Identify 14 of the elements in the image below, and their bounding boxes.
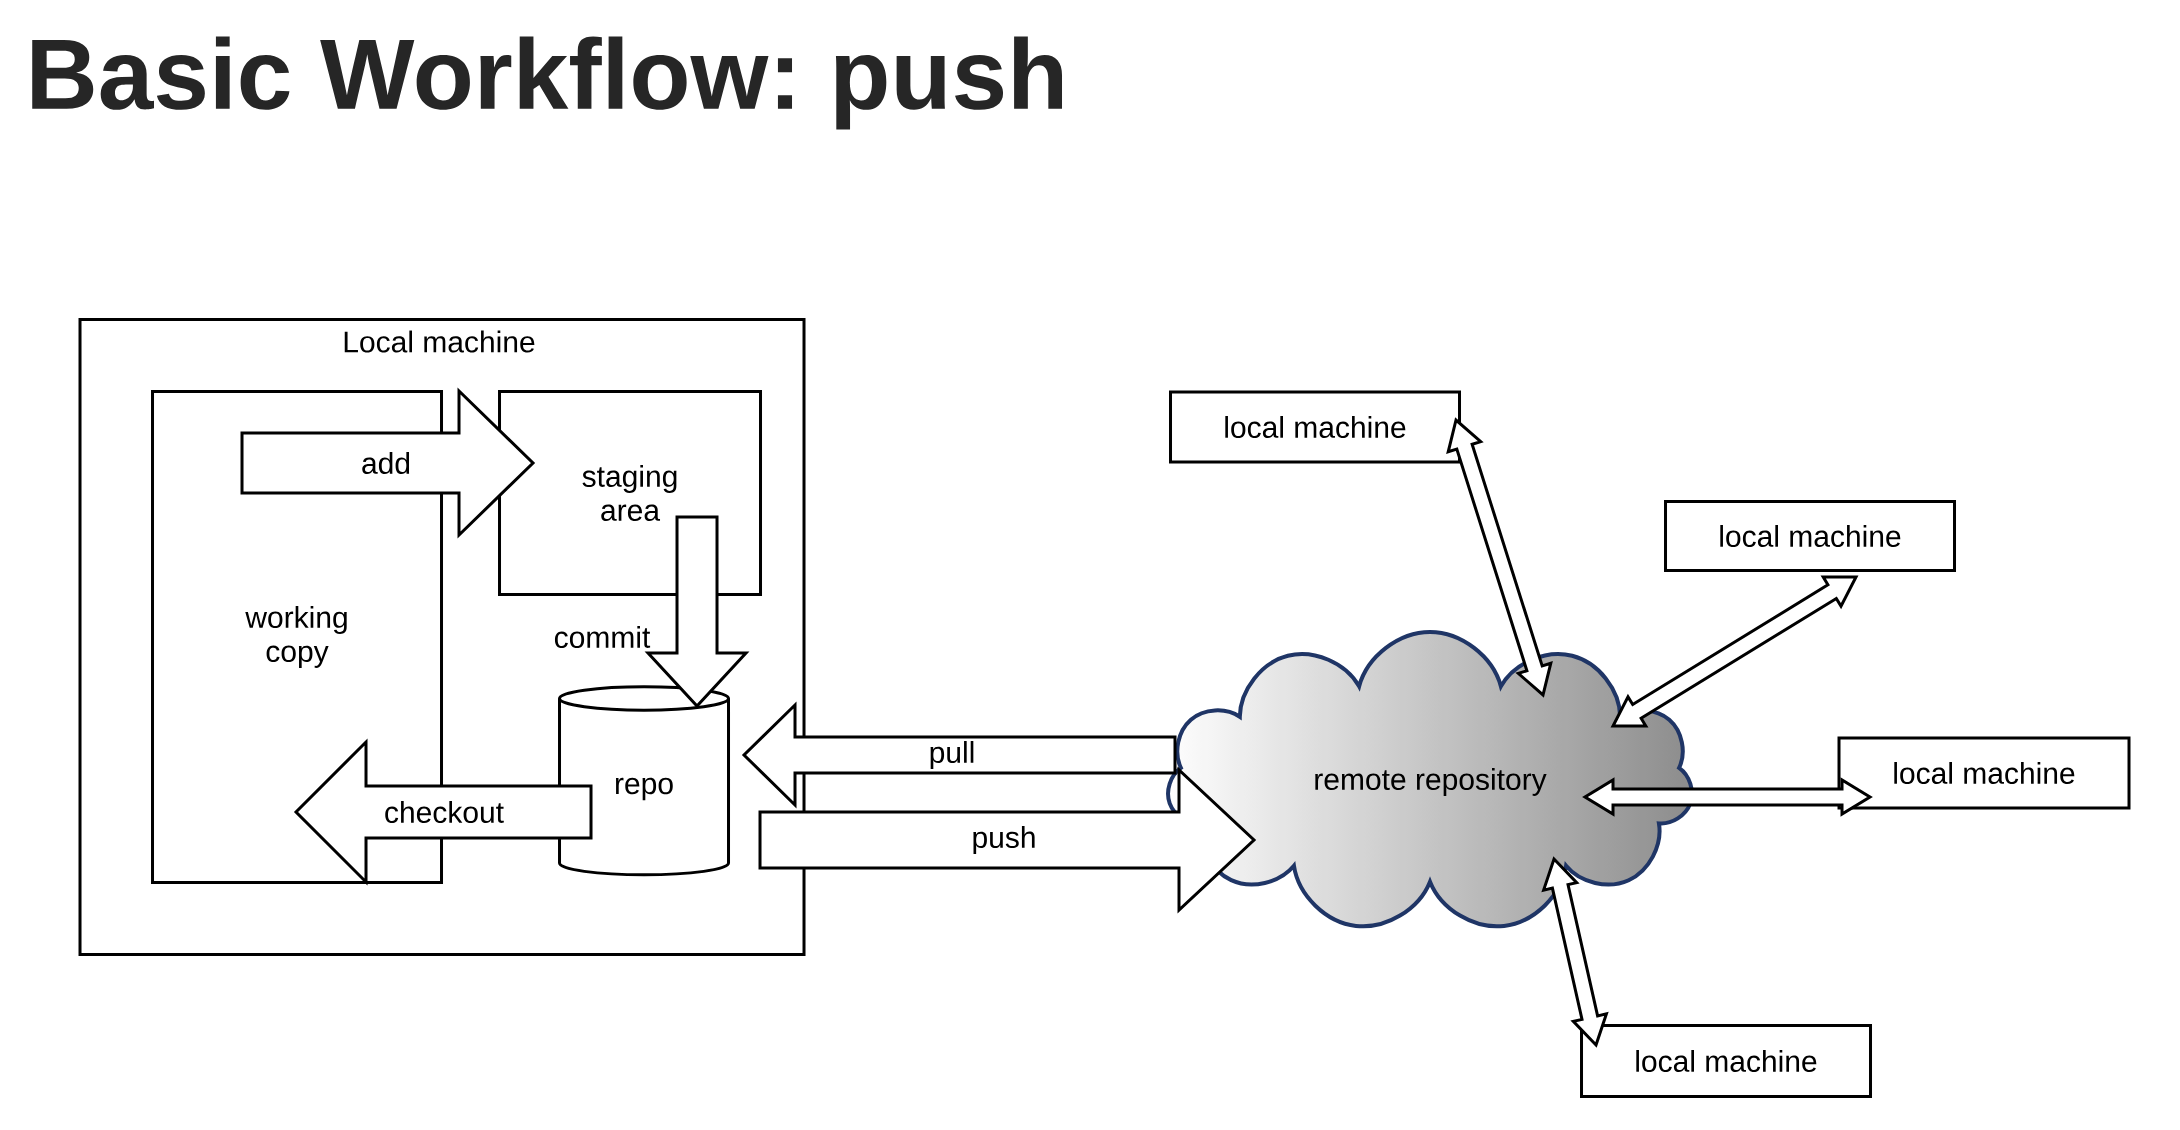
- block-arrow: [644, 515, 750, 709]
- title: Basic Workflow: push: [32, 36, 1062, 130]
- staging-box: staging area: [498, 390, 762, 596]
- block-arrow: [240, 387, 536, 539]
- block-arrow: [758, 766, 1257, 914]
- block-arrow: [741, 701, 1177, 809]
- repo-cylinder: repo: [558, 685, 730, 877]
- machine-box: local machine: [1664, 500, 1956, 572]
- edge-label: commit: [551, 624, 653, 650]
- edge-label: pull: [926, 739, 978, 771]
- machine-box: local machine: [1837, 736, 2131, 810]
- machine-box: local machine: [1580, 1024, 1872, 1098]
- machine-box: local machine: [1169, 390, 1461, 464]
- edge-label: push: [969, 824, 1039, 856]
